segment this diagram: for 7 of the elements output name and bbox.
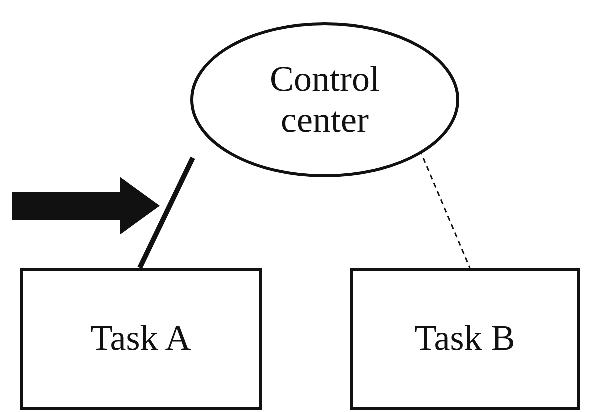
node-label: Task B (414, 318, 516, 360)
task-box (350, 268, 580, 410)
control-ellipse (190, 22, 460, 178)
task-box (20, 268, 262, 410)
node-label: Task A (90, 318, 192, 360)
node-label: Control center (268, 58, 381, 142)
connector-line (138, 156, 196, 270)
